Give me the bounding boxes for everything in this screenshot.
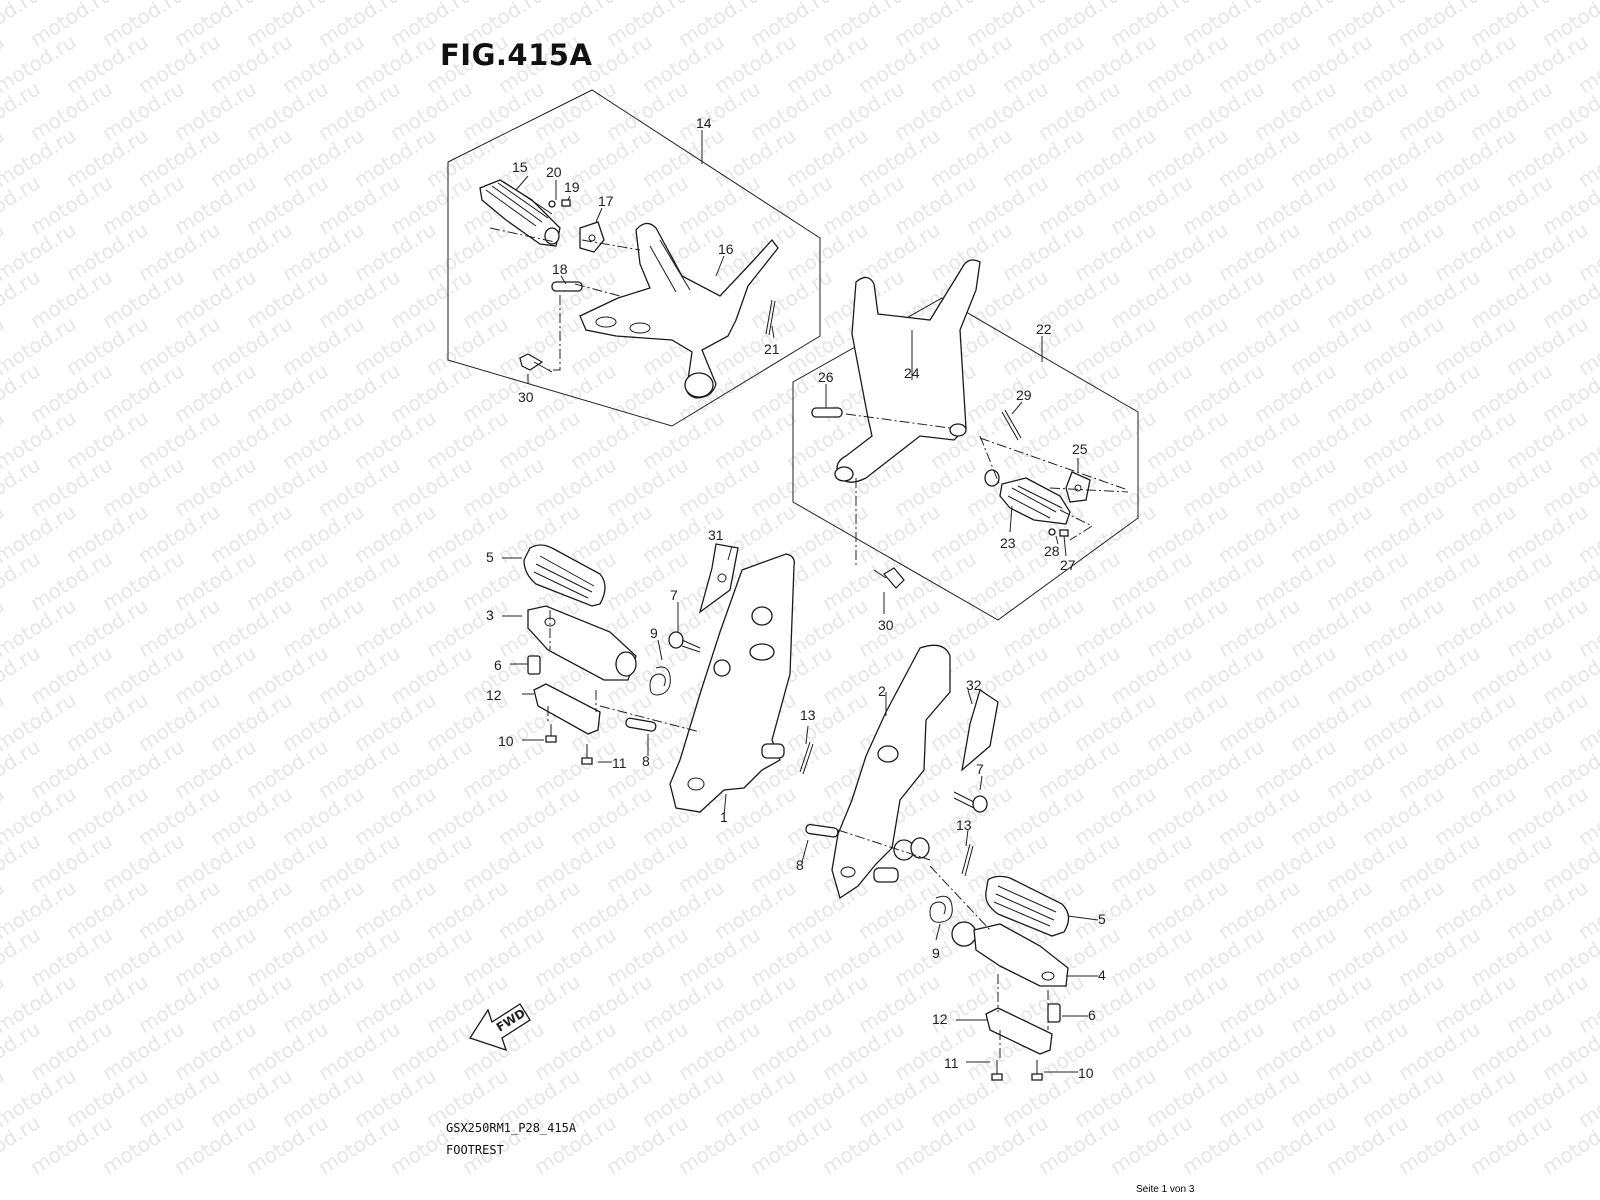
part-4-footpeg-right (951, 921, 1069, 987)
callout-3: 3 (486, 607, 494, 623)
part-11-screw-left (581, 744, 593, 765)
callout-32: 32 (966, 677, 982, 693)
callout-6a: 6 (494, 657, 502, 673)
callout-10b: 10 (1078, 1065, 1094, 1081)
part-group-name: FOOTREST (446, 1143, 504, 1157)
callout-11b: 11 (944, 1055, 959, 1071)
part-16-bracket (579, 222, 779, 399)
callout-24: 24 (904, 365, 920, 381)
part-5-rubber-right (985, 875, 1070, 937)
part-11-screw-right (991, 1060, 1003, 1081)
part-1-bracket-left (669, 553, 795, 813)
callout-25: 25 (1072, 441, 1088, 457)
callout-16: 16 (718, 241, 734, 257)
part-9-spring-left (649, 666, 671, 696)
callout-12a: 12 (486, 687, 502, 703)
callout-labels: 14 15 20 19 17 16 18 21 30 22 26 24 29 2… (486, 115, 1106, 1081)
part-30-bolt-b (873, 567, 905, 589)
part-27-28-small (1048, 528, 1069, 537)
part-18-pin (551, 281, 583, 292)
callout-11a: 11 (612, 755, 627, 771)
callout-7a: 7 (670, 587, 678, 603)
callout-9b: 9 (932, 945, 940, 961)
callout-18: 18 (552, 261, 568, 277)
part-29-cotter (1001, 409, 1022, 441)
callout-20: 20 (546, 164, 562, 180)
part-19-20-small (548, 199, 571, 208)
part-24-bracket (834, 259, 981, 483)
callout-8a: 8 (642, 753, 650, 769)
part-21-cotter (765, 299, 776, 336)
part-8-pin-left (625, 717, 657, 732)
figure-title: FIG.415A (440, 38, 593, 72)
part-7-bolt-left (668, 631, 701, 653)
part-10-screw-right (1031, 1060, 1043, 1081)
part-13-cotter-right (961, 843, 974, 877)
callout-31: 31 (708, 527, 724, 543)
part-12-slider-right (985, 1007, 1053, 1055)
part-15-footpeg (479, 179, 561, 247)
callout-9a: 9 (650, 625, 658, 641)
part-5-rubber-left (523, 544, 606, 607)
part-25-plate (1065, 471, 1091, 503)
part-3-footpeg-left (527, 605, 637, 681)
callout-5a: 5 (486, 549, 494, 565)
callout-17: 17 (598, 193, 614, 209)
callout-6b: 6 (1088, 1007, 1096, 1023)
part-9-spring-right (929, 895, 953, 923)
assembly-box-14 (447, 89, 821, 427)
callout-29: 29 (1016, 387, 1032, 403)
watermark-text: motod.ru (1574, 0, 1600, 4)
callout-8b: 8 (796, 857, 804, 873)
callout-27: 27 (1060, 557, 1076, 573)
part-13-cotter-left (799, 741, 814, 775)
callout-30a: 30 (518, 389, 534, 405)
part-8-pin-right (805, 823, 839, 838)
assembly-box-22 (792, 297, 1139, 621)
part-26-pin (811, 407, 843, 418)
callout-21: 21 (764, 341, 780, 357)
part-10-screw-left (545, 724, 557, 743)
callout-22: 22 (1036, 321, 1052, 337)
part-6-stud-right (1047, 1003, 1061, 1023)
callout-7b: 7 (976, 761, 984, 777)
callout-1: 1 (720, 809, 728, 825)
callout-14: 14 (696, 115, 712, 131)
part-12-slider-left (533, 683, 601, 735)
page-indicator: Seite 1 von 3 (1136, 1184, 1195, 1195)
callout-28: 28 (1044, 543, 1060, 559)
callout-12b: 12 (932, 1011, 948, 1027)
callout-30b: 30 (878, 617, 894, 633)
model-code: GSX250RM1_P28_415A (446, 1121, 577, 1135)
part-31-guard-left (698, 543, 739, 614)
callout-13a: 13 (800, 707, 816, 723)
part-17-plate (579, 221, 605, 253)
part-7-bolt-right (953, 791, 988, 813)
callout-2: 2 (878, 683, 886, 699)
callout-19: 19 (564, 179, 580, 195)
callout-4: 4 (1098, 967, 1106, 983)
callout-26: 26 (818, 369, 834, 385)
part-6-stud-left (527, 655, 541, 675)
callout-23: 23 (1000, 535, 1016, 551)
callout-5b: 5 (1098, 911, 1106, 927)
callout-15: 15 (512, 159, 528, 175)
callout-13b: 13 (956, 817, 972, 833)
part-32-guard-right (961, 688, 999, 772)
callout-10a: 10 (498, 733, 514, 749)
